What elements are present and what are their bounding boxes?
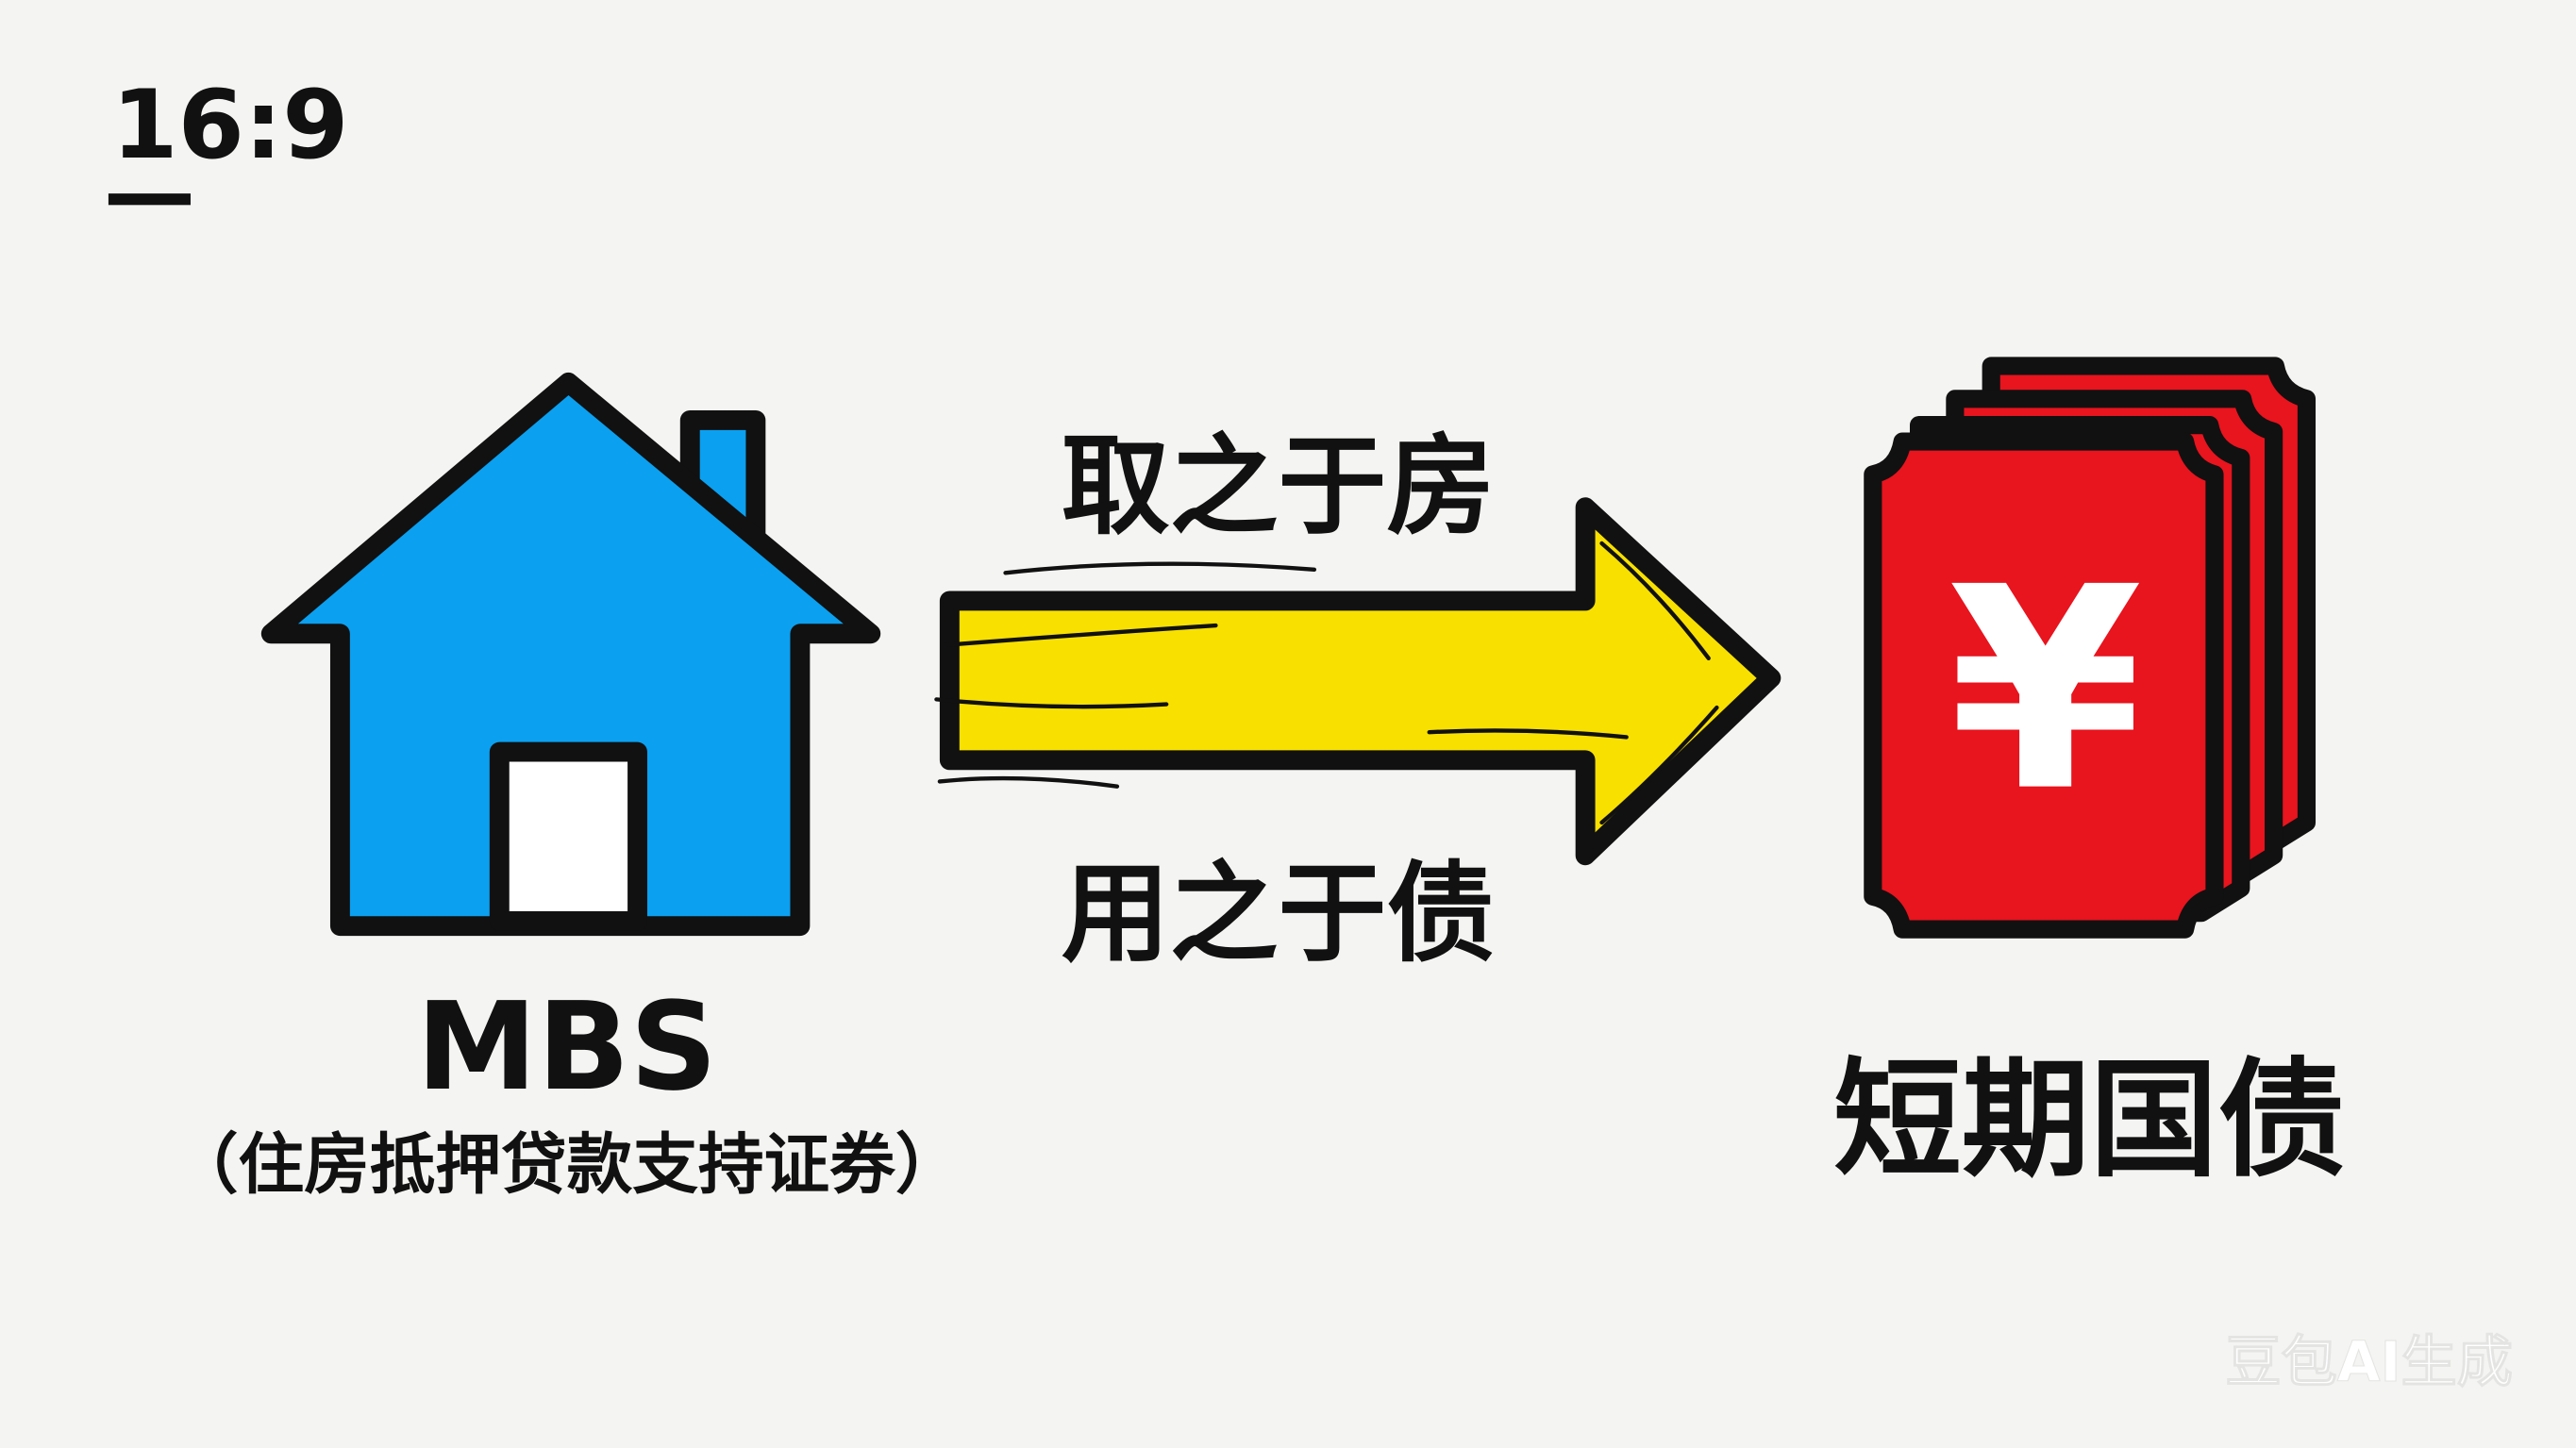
red-bills-icon — [1864, 357, 2317, 939]
arrow-right-icon — [934, 497, 1781, 866]
arrow-top-label: 取之于房 — [1062, 424, 1496, 550]
house-door — [489, 741, 647, 931]
mbs-title: MBS — [416, 976, 717, 1118]
arrow-bottom-label: 用之于债 — [1062, 851, 1496, 977]
aspect-underline — [108, 193, 191, 206]
mbs-subtitle: （住房抵押贷款支持证券） — [173, 1126, 962, 1203]
house-icon — [260, 372, 881, 937]
aspect-ratio-label: 16:9 — [111, 69, 348, 180]
watermark: 豆包AI生成 — [2225, 1329, 2513, 1394]
treasury-title: 短期国债 — [1833, 1046, 2346, 1195]
front-bill — [1864, 432, 2224, 939]
yen-symbol: ¥ — [1949, 527, 2143, 853]
